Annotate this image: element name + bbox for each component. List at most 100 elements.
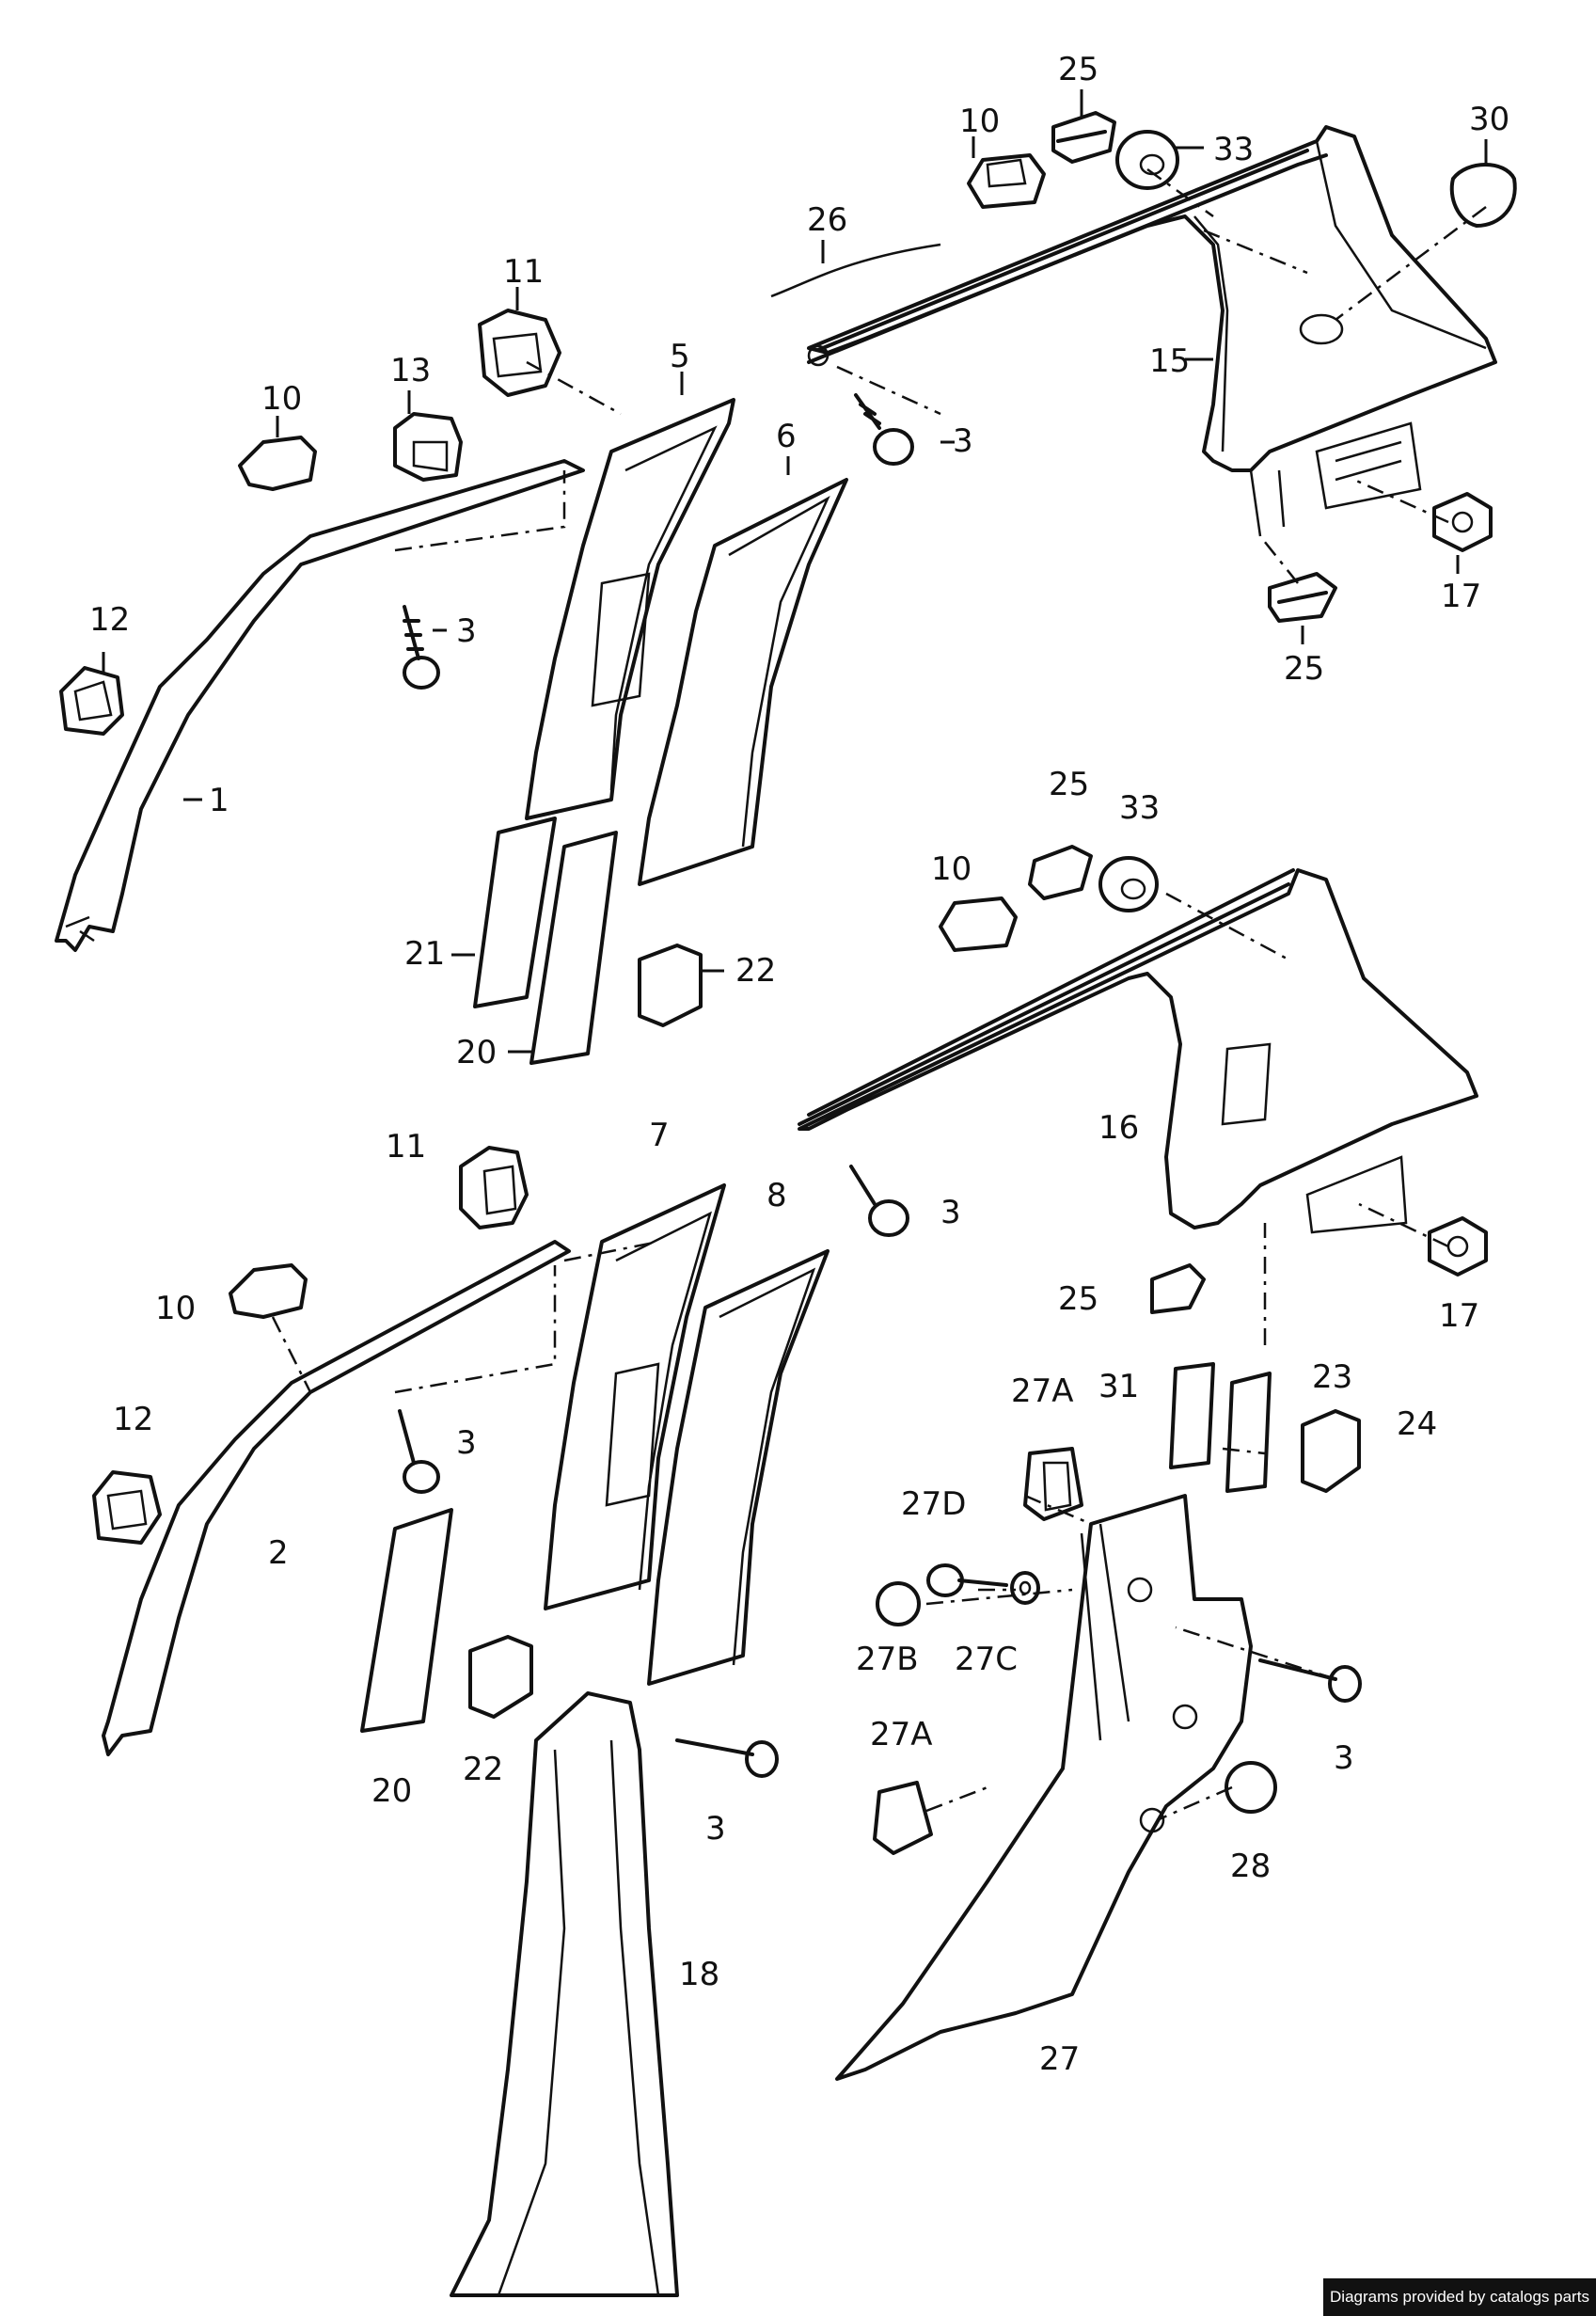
callout-8: 8 bbox=[766, 1177, 787, 1214]
part-6-b-pillar-lower bbox=[638, 478, 848, 886]
callout-23: 23 bbox=[1312, 1358, 1352, 1396]
trim-20-top bbox=[529, 831, 618, 1065]
grommet-33-top bbox=[1115, 130, 1179, 190]
trim-21 bbox=[473, 817, 557, 1008]
clip-25-mid-top bbox=[1268, 572, 1337, 623]
credit-badge: Diagrams provided by catalogs parts bbox=[1323, 2278, 1596, 2316]
callout-27a-b: 27A bbox=[870, 1716, 933, 1753]
washer-27c bbox=[1010, 1571, 1040, 1605]
cap-28 bbox=[1225, 1761, 1277, 1814]
callout-33-a: 33 bbox=[1213, 131, 1254, 168]
callout-16: 16 bbox=[1098, 1109, 1139, 1147]
part-26-rail bbox=[807, 149, 1328, 364]
part-5-b-pillar-upper bbox=[525, 398, 735, 820]
part-15-quarter-trim bbox=[807, 125, 1497, 537]
callout-3-a: 3 bbox=[953, 422, 973, 460]
part-7-b-pillar-upper bbox=[544, 1183, 726, 1610]
part-2-a-pillar-trim bbox=[102, 1240, 571, 1756]
clip-11-top bbox=[478, 309, 561, 397]
screw-3-bottom-left bbox=[675, 1738, 779, 1778]
screw-3-top-right bbox=[854, 393, 914, 466]
callout-30: 30 bbox=[1469, 101, 1509, 138]
clip-25-lower bbox=[1150, 1263, 1206, 1314]
callout-24: 24 bbox=[1397, 1405, 1437, 1443]
callout-17-a: 17 bbox=[1441, 578, 1481, 615]
clip-13 bbox=[393, 412, 463, 482]
clip-10-top bbox=[967, 153, 1046, 209]
callout-31: 31 bbox=[1098, 1368, 1139, 1405]
screw-3-left-top bbox=[403, 605, 440, 690]
nut-17-mid bbox=[1428, 1216, 1488, 1277]
clip-10-left-mid bbox=[229, 1263, 308, 1319]
callout-17-b: 17 bbox=[1439, 1297, 1479, 1335]
clip-12-top bbox=[59, 666, 124, 736]
callout-28: 28 bbox=[1230, 1848, 1271, 1885]
clip-10-mid bbox=[939, 896, 1018, 952]
bracket-27a-top bbox=[1023, 1447, 1083, 1521]
cap-22-mid bbox=[468, 1635, 533, 1719]
nut-17-top bbox=[1432, 492, 1493, 552]
callout-21: 21 bbox=[404, 935, 445, 973]
callout-26: 26 bbox=[807, 201, 847, 239]
callout-10-d: 10 bbox=[155, 1290, 196, 1327]
part-18-c-pillar-trim bbox=[450, 1691, 679, 2297]
clip-25-mid bbox=[1028, 845, 1093, 900]
cap-24 bbox=[1301, 1409, 1361, 1493]
callout-25-c: 25 bbox=[1049, 766, 1089, 803]
callout-27b: 27B bbox=[856, 1641, 919, 1678]
bracket-27a-bottom bbox=[873, 1781, 933, 1855]
trim-20-mid bbox=[360, 1508, 453, 1733]
part-16-quarter-trim bbox=[798, 868, 1478, 1234]
part-1-a-pillar-trim bbox=[55, 459, 585, 952]
screw-3-left-mid bbox=[398, 1409, 440, 1494]
callout-33-b: 33 bbox=[1119, 789, 1160, 827]
callout-6: 6 bbox=[776, 418, 797, 455]
trim-23 bbox=[1225, 1372, 1272, 1493]
clip-25-top bbox=[1051, 111, 1116, 164]
callout-3-e: 3 bbox=[705, 1810, 726, 1848]
callout-27: 27 bbox=[1039, 2040, 1080, 2078]
callout-20-b: 20 bbox=[371, 1772, 412, 1810]
assembly-lines bbox=[271, 167, 1487, 1822]
callout-25-a: 25 bbox=[1058, 51, 1098, 88]
callout-12-a: 12 bbox=[89, 601, 130, 639]
clip-11-mid bbox=[459, 1146, 529, 1229]
callout-27d: 27D bbox=[901, 1485, 966, 1523]
callout-7: 7 bbox=[649, 1117, 670, 1154]
callout-25-b: 25 bbox=[1284, 650, 1324, 688]
callout-11-a: 11 bbox=[503, 253, 544, 291]
cap-22-top bbox=[638, 944, 703, 1027]
callout-18: 18 bbox=[679, 1956, 719, 1993]
trim-31 bbox=[1169, 1362, 1215, 1469]
callout-10-b: 10 bbox=[261, 380, 302, 418]
cap-27b bbox=[876, 1581, 921, 1626]
callout-3-c: 3 bbox=[940, 1194, 961, 1231]
callout-3-d: 3 bbox=[456, 1424, 477, 1462]
callout-11-b: 11 bbox=[386, 1128, 426, 1166]
callout-3-b: 3 bbox=[456, 612, 477, 650]
callout-15: 15 bbox=[1149, 342, 1190, 380]
screw-3-mid bbox=[849, 1165, 909, 1237]
screw-27d bbox=[926, 1563, 1008, 1597]
callout-3-f: 3 bbox=[1334, 1739, 1354, 1777]
callout-10-c: 10 bbox=[931, 850, 972, 888]
part-8-b-pillar-lower bbox=[647, 1249, 830, 1686]
callout-25-d: 25 bbox=[1058, 1280, 1098, 1318]
cap-30 bbox=[1449, 163, 1517, 228]
clip-10-left-top bbox=[238, 436, 317, 491]
clip-12-mid bbox=[92, 1470, 162, 1545]
part-27-side-trim bbox=[835, 1494, 1253, 2081]
callout-13: 13 bbox=[390, 352, 431, 389]
callout-labels: 25 10 33 30 26 15 3 5 11 13 10 6 12 1 3 … bbox=[89, 51, 1509, 2078]
callout-27a-a: 27A bbox=[1011, 1372, 1074, 1410]
callout-10-a: 10 bbox=[959, 103, 1000, 140]
callout-22-a: 22 bbox=[735, 952, 776, 990]
callout-1: 1 bbox=[209, 782, 229, 819]
screw-3-bottom-right bbox=[1258, 1658, 1362, 1703]
callout-12-b: 12 bbox=[113, 1401, 153, 1438]
callout-22-b: 22 bbox=[463, 1751, 503, 1788]
callout-20-a: 20 bbox=[456, 1034, 497, 1071]
leader-lines bbox=[102, 89, 1488, 1054]
grommet-33-mid bbox=[1098, 856, 1159, 912]
